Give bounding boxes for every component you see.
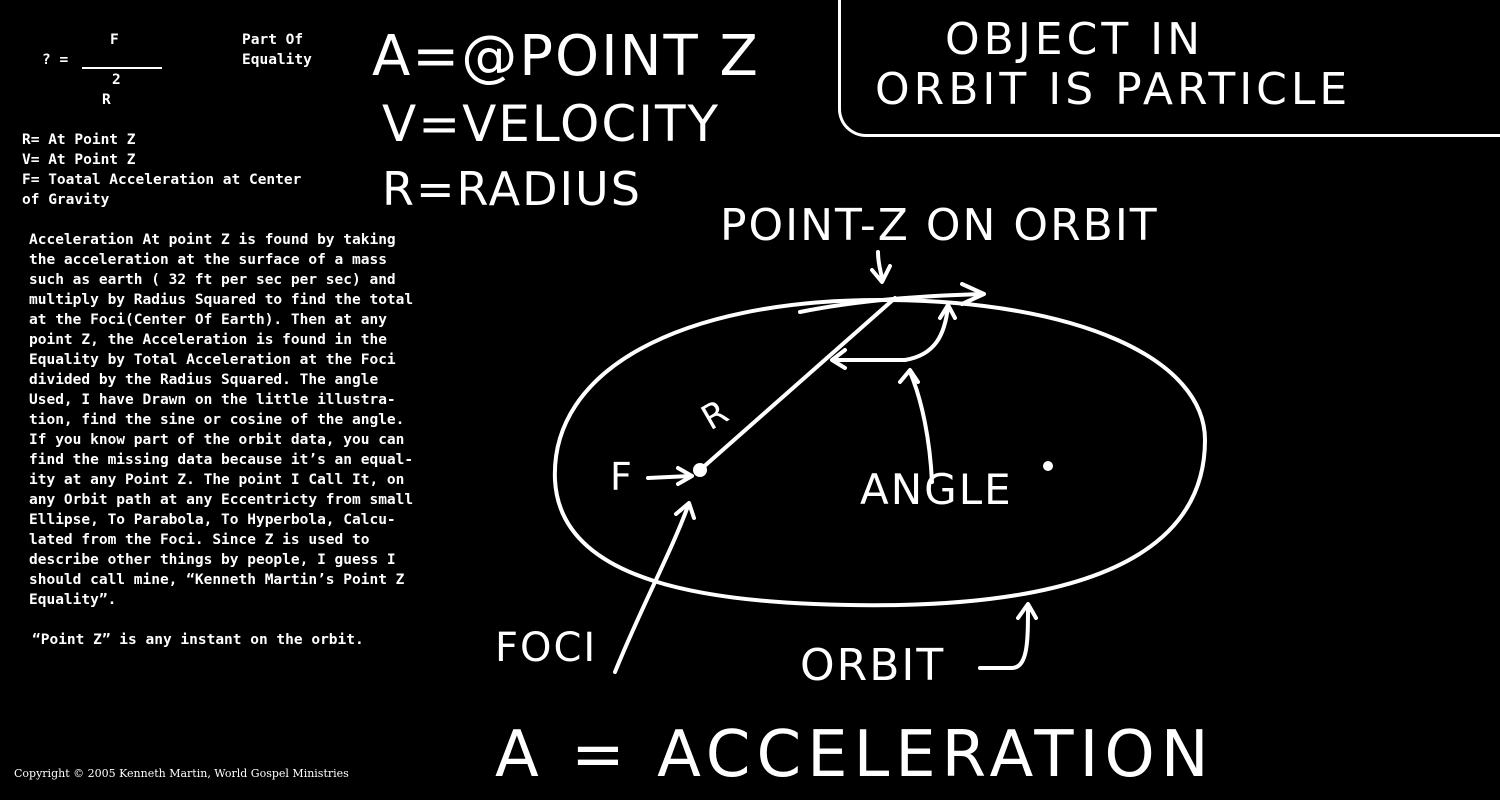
- foci-pointer: [613, 504, 690, 674]
- velocity-arrow: [798, 292, 984, 314]
- acceleration-legend: A = ACCELERATION: [495, 718, 1215, 792]
- fraction-bar: [82, 67, 162, 69]
- object-box-line2: ORBIT IS PARTICLE: [875, 64, 1352, 115]
- angle-label: ANGLE: [860, 465, 1013, 514]
- formula-lhs: ? =: [42, 52, 69, 68]
- formula-numerator: F: [110, 32, 119, 48]
- formula-denominator: R: [102, 92, 111, 108]
- legend-radius: R=RADIUS: [382, 162, 642, 216]
- f-arrow: [646, 474, 692, 480]
- legend-velocity: V=VELOCITY: [382, 95, 721, 153]
- object-box: [838, 0, 1500, 137]
- orbit-label: ORBIT: [800, 640, 946, 691]
- legend-acceleration-at-point: A=@POINT Z: [372, 24, 760, 89]
- point-z-label: POINT-Z ON ORBIT: [720, 200, 1159, 251]
- object-box-line1: OBJECT IN: [945, 14, 1205, 65]
- angle-arc: [833, 304, 950, 362]
- formula-exponent: 2: [112, 72, 121, 88]
- point-z-note: “Point Z” is any instant on the orbit.: [32, 632, 364, 648]
- orbit-ellipse: [552, 298, 1207, 608]
- velocity-arrowhead: [960, 282, 986, 306]
- foci-label: FOCI: [495, 625, 598, 671]
- copyright: Copyright © 2005 Kenneth Martin, World G…: [14, 767, 349, 780]
- center-dot: [1043, 461, 1053, 471]
- definitions: R= At Point Z V= At Point Z F= Toatal Ac…: [22, 132, 302, 208]
- radius-line: [698, 296, 897, 472]
- foci-dot: [693, 463, 707, 477]
- f-label: F: [610, 455, 634, 499]
- angle-pointer: [908, 370, 934, 484]
- orbit-pointer: [978, 604, 1030, 670]
- explanation-paragraph: Acceleration At point Z is found by taki…: [29, 232, 414, 608]
- part-of-equality: Part Of Equality: [242, 32, 312, 68]
